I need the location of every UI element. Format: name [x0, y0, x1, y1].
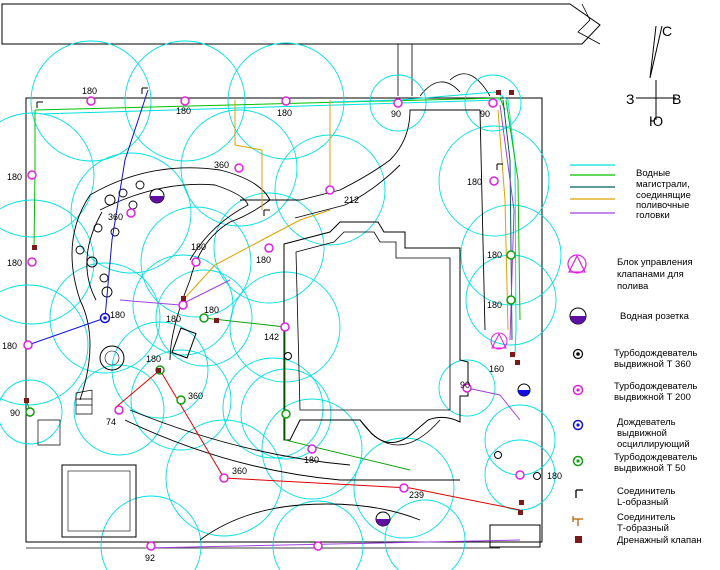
label-13: 180	[256, 255, 271, 265]
legend-turbo50-1: Турбодождеватель	[614, 452, 697, 463]
turbo-360-heads	[284, 352, 541, 480]
legend-control-unit-3: полива	[617, 281, 649, 292]
label-1: 180	[82, 86, 97, 96]
legend-water-socket: Водная розетка	[620, 311, 690, 322]
label-29: 92	[145, 553, 155, 563]
legend-oscillating-2: выдвижной	[617, 428, 667, 439]
legend-water-lines-2: магистрали,	[636, 179, 690, 190]
outbuilding	[61, 464, 137, 538]
label-24: 180	[2, 341, 17, 351]
legend-t-connector-2: Т-образный	[617, 523, 669, 534]
label-12: 360	[108, 212, 123, 222]
sprinkler-labels: 180 180 180 90 90 180 360 212 180 180 18…	[2, 86, 562, 563]
label-28: 180	[547, 471, 562, 481]
legend-oscillating-3: осциллирующий	[617, 439, 690, 450]
label-26: 180	[304, 455, 319, 465]
house-inner	[295, 231, 451, 411]
house	[283, 221, 469, 443]
label-21: 360	[188, 391, 203, 401]
garden-paths	[71, 109, 486, 541]
oscillating-icon	[572, 419, 584, 431]
label-30: 180	[487, 300, 502, 310]
gazebo	[99, 345, 125, 371]
coverage-circles	[0, 40, 562, 570]
legend-turbo360-2: выдвижной Т 360	[614, 359, 691, 370]
compass-north: С	[662, 23, 672, 39]
road-break	[577, 3, 601, 45]
bridge	[171, 327, 197, 359]
turbo50-icon	[572, 455, 584, 467]
legend-water-lines-4: поливочные	[636, 200, 689, 211]
legend-oscillating-1: Дождеватель	[617, 417, 676, 428]
label-22: 74	[106, 417, 116, 427]
label-14: 180	[487, 250, 502, 260]
label-2: 180	[176, 106, 191, 116]
legend-control-unit-1: Блок управления	[617, 257, 693, 268]
legend: Водные магистрали, соединящие поливочные…	[567, 164, 702, 546]
water-sockets	[149, 188, 531, 527]
label-11: 180	[191, 242, 206, 252]
driveway	[397, 44, 491, 97]
road	[1, 3, 601, 45]
water-socket-icon	[569, 307, 587, 325]
turbo360-icon	[572, 348, 584, 360]
drain-valve-icon	[575, 536, 582, 543]
t-connector-icon	[572, 516, 583, 526]
l-connectors-plan	[36, 87, 503, 216]
legend-l-connector-2: L-образный	[617, 497, 668, 508]
legend-water-lines-3: соединящие	[636, 190, 691, 201]
label-17: 180	[110, 310, 125, 320]
terrace-arc	[359, 419, 441, 446]
trees	[75, 180, 145, 298]
label-19: 90	[460, 380, 470, 390]
label-25: 360	[232, 466, 247, 476]
label-8: 212	[344, 195, 359, 205]
legend-turbo50-2: выдвижной Т 50	[614, 463, 686, 474]
label-18: 180	[166, 314, 181, 324]
compass-east: В	[672, 91, 681, 107]
legend-turbo200-2: выдвижной Т 200	[614, 392, 691, 403]
legend-l-connector-1: Соединитель	[617, 486, 675, 497]
legend-water-lines-1: Водные	[636, 168, 670, 179]
turbo200-icon	[572, 384, 584, 396]
label-23: 90	[10, 408, 20, 418]
gate-block	[489, 524, 541, 548]
label-3: 180	[277, 108, 292, 118]
legend-drain-valve: Дренажный клапан	[617, 535, 702, 546]
label-5: 90	[480, 109, 490, 119]
legend-water-lines-5: головки	[636, 210, 670, 221]
control-unit-icon	[567, 254, 587, 274]
label-9: 180	[467, 177, 482, 187]
drain-valves	[24, 90, 524, 515]
legend-t-connector-1: Соединитель	[617, 512, 675, 523]
legend-control-unit-2: клапанами для	[617, 269, 684, 280]
turbo-50-heads	[25, 250, 516, 419]
label-15: 180	[204, 305, 219, 315]
compass-south: Ю	[649, 113, 663, 129]
label-27: 239	[409, 490, 424, 500]
legend-turbo200-1: Турбодождеватель	[614, 381, 697, 392]
label-20: 160	[489, 364, 504, 374]
stairs	[75, 389, 93, 415]
l-connector-icon	[575, 489, 583, 498]
legend-lines	[570, 164, 615, 214]
label-7: 360	[214, 160, 229, 170]
label-16: 142	[264, 332, 279, 342]
control-unit-plan	[490, 332, 508, 350]
label-6: 180	[7, 172, 22, 182]
label-4: 90	[391, 109, 401, 119]
compass: С З В Ю	[626, 23, 681, 129]
label-10: 180	[7, 258, 22, 268]
legend-turbo360-1: Турбодождеватель	[614, 348, 697, 359]
compass-west: З	[626, 91, 634, 107]
label-31: 180	[146, 354, 161, 364]
